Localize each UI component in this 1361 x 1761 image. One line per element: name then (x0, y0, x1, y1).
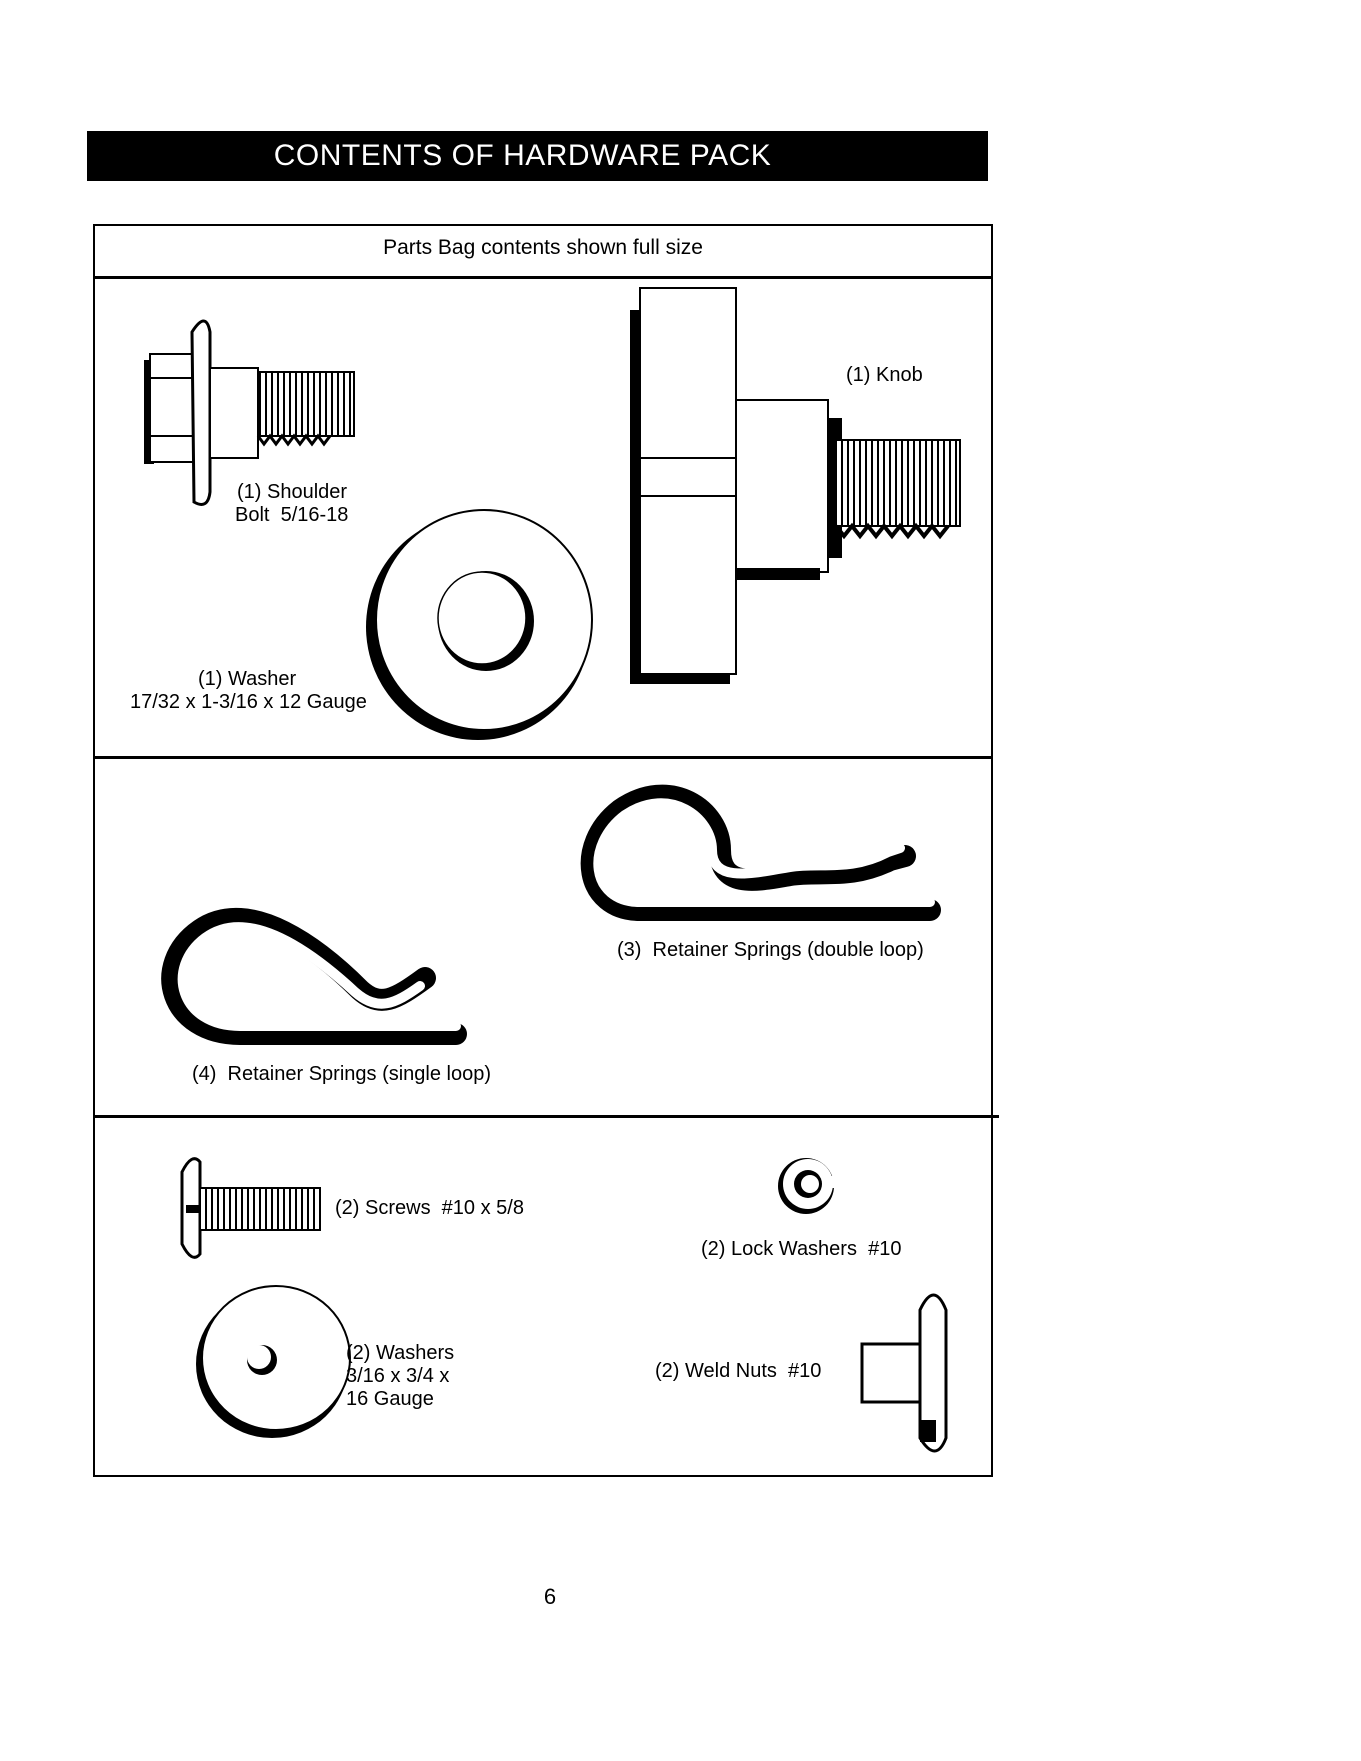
washers-small-label-line1: (2) Washers (346, 1342, 455, 1364)
knob-icon (630, 287, 961, 684)
page-title-bar: CONTENTS OF HARDWARE PACK (87, 131, 988, 181)
subtitle-divider (93, 276, 993, 279)
weld-nuts-label: (2) Weld Nuts #10 (655, 1360, 822, 1382)
shoulder-bolt-label-line1: (1) Shoulder (237, 481, 348, 503)
screw-icon (180, 1157, 321, 1259)
retainer-double-label: (3) Retainer Springs (double loop) (617, 939, 924, 961)
washers-small-label-line3: 16 Gauge (346, 1388, 434, 1410)
large-washer-icon (366, 509, 593, 740)
retainer-single-label: (4) Retainer Springs (single loop) (192, 1063, 492, 1085)
shoulder-bolt-label-line2: Bolt 5/16-18 (235, 504, 349, 526)
page-number: 6 (543, 1584, 557, 1609)
screws-label: (2) Screws #10 x 5/8 (335, 1197, 524, 1219)
panel-subtitle: Parts Bag contents shown full size (383, 236, 703, 259)
shoulder-bolt-icon (144, 319, 355, 506)
washer-large-label-line1: (1) Washer (198, 668, 297, 690)
lock-washer-icon (778, 1158, 842, 1214)
section-divider-1 (93, 756, 993, 759)
retainer-spring-single-icon (161, 907, 467, 1045)
retainer-spring-double-icon (580, 784, 941, 921)
page-title: CONTENTS OF HARDWARE PACK (273, 139, 772, 172)
washers-small-label-line2: 3/16 x 3/4 x (346, 1365, 450, 1387)
small-washer-icon (196, 1285, 351, 1438)
knob-label: (1) Knob (846, 364, 923, 386)
weld-nut-icon (860, 1293, 948, 1453)
parts-panel (93, 224, 993, 1477)
section-divider-2 (93, 1115, 999, 1118)
washer-large-label-line2: 17/32 x 1-3/16 x 12 Gauge (130, 691, 367, 713)
lock-washers-label: (2) Lock Washers #10 (701, 1238, 902, 1260)
